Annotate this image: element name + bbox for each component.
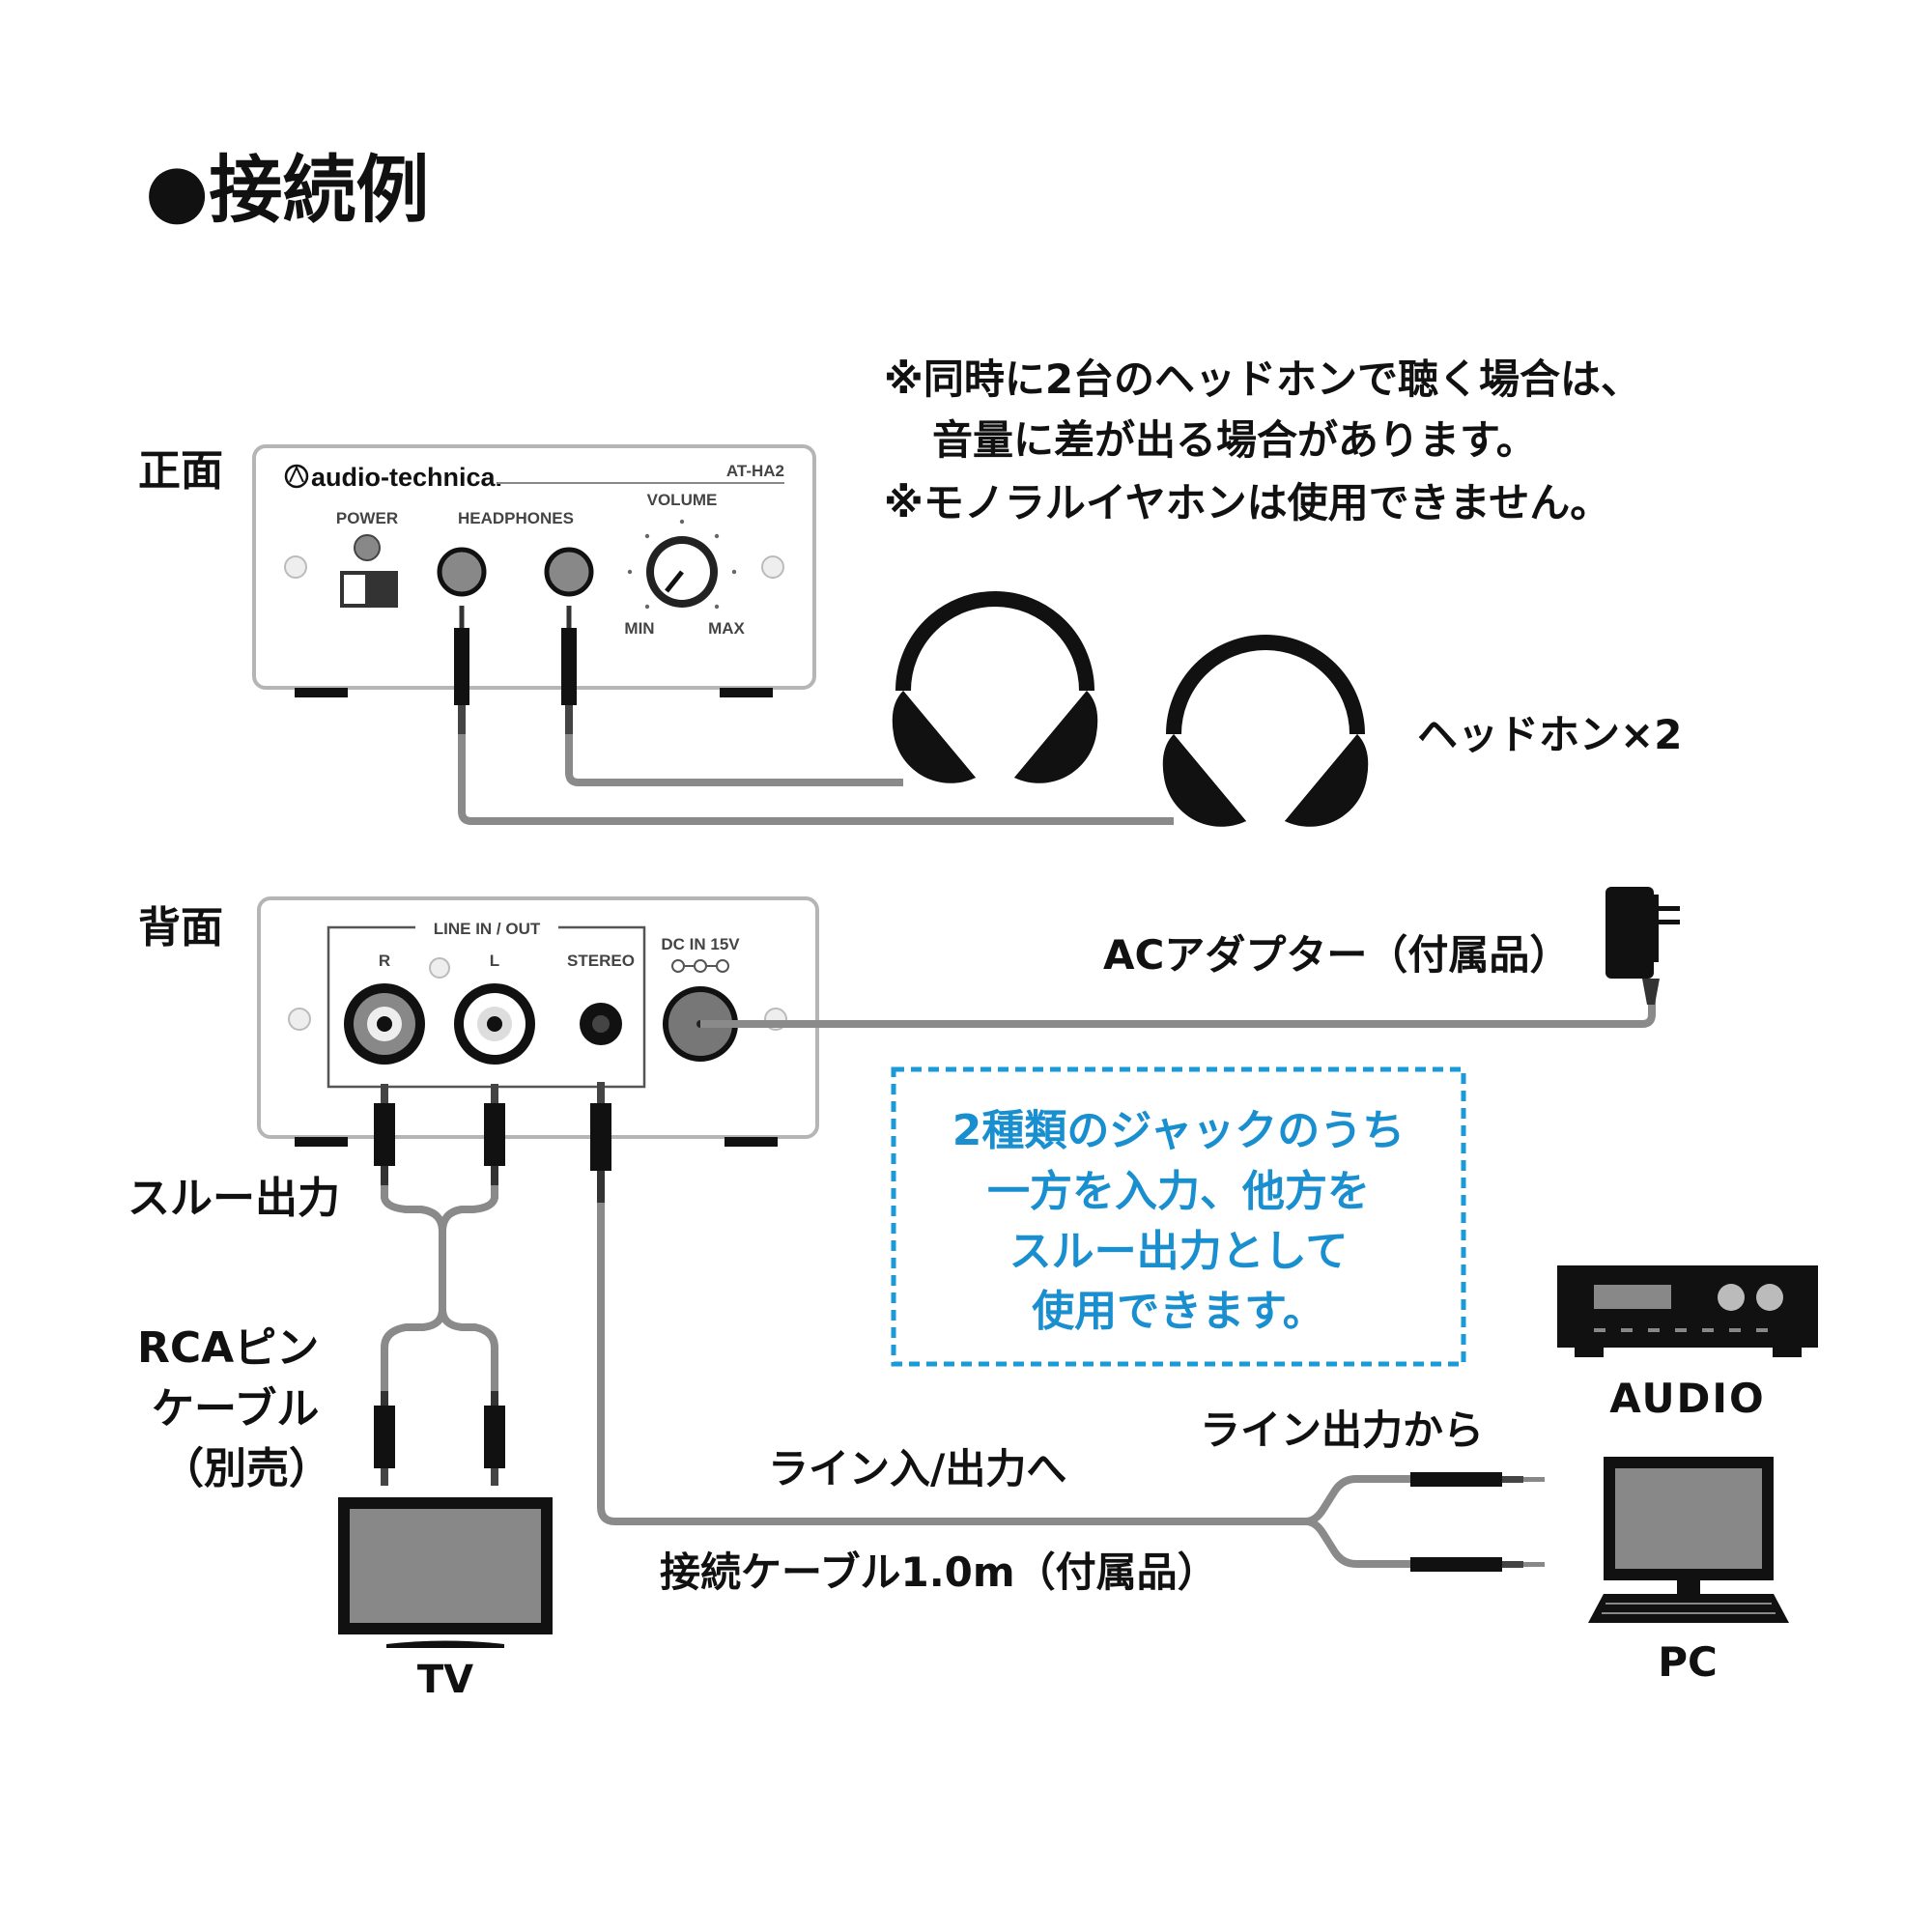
screw-icon (761, 555, 784, 579)
rca-cable-label-1: RCAピン (137, 1323, 319, 1373)
power-switch-knob (344, 575, 365, 604)
note-line-1: ※同時に2台のヘッドホンで聴く場合は、 (884, 355, 1641, 403)
panel-foot (295, 688, 348, 697)
headphone-plug-2 (561, 606, 577, 734)
audio-label: AUDIO (1609, 1375, 1766, 1422)
output-plug-1 (1410, 1472, 1545, 1487)
page-title: ●接続例 (145, 147, 429, 233)
panel-foot (724, 1137, 778, 1147)
pc-icon (1588, 1457, 1789, 1623)
connection-cable-branch (1305, 1518, 1415, 1568)
brand-name: audio-technica. (311, 463, 502, 492)
pc-label: PC (1658, 1638, 1718, 1686)
rca-cable-label-3: （別売） (161, 1444, 331, 1493)
rca-jack-l[interactable] (454, 983, 535, 1065)
rca-cable-label-2: ケーブル (152, 1384, 319, 1434)
rca-cable (381, 1185, 446, 1406)
tv-icon (338, 1497, 553, 1648)
front-panel: audio-technica. AT-HA2 POWER HEADPHONES … (252, 444, 816, 697)
line-from-label: ライン出力から (1200, 1406, 1484, 1454)
polarity-icon (671, 959, 729, 973)
through-output-label: スルー出力 (128, 1174, 340, 1223)
headphone-plug-1 (454, 606, 469, 734)
stereo-plug (590, 1082, 611, 1205)
info-line-1: 2種類のジャックのうち (952, 1106, 1405, 1155)
screw-icon (288, 1008, 311, 1031)
note-line-2: 音量に差が出る場合があります。 (932, 416, 1537, 464)
stereo-jack-hole (592, 1015, 610, 1033)
model-name: AT-HA2 (726, 462, 784, 480)
headphones-icon (1162, 635, 1369, 827)
tv-label: TV (417, 1658, 473, 1702)
ac-adapter-icon (1605, 887, 1680, 1005)
audio-device-icon (1557, 1265, 1818, 1357)
headphone-cable-1 (458, 734, 1174, 825)
connection-cable (597, 1203, 1306, 1525)
rca-plug-l (484, 1084, 505, 1185)
info-line-2: 一方を入力、他方を (987, 1167, 1370, 1216)
output-plug-2 (1410, 1557, 1545, 1572)
ac-adapter-label: ACアダプター（付属品） (1103, 931, 1570, 979)
line-in-out-label: LINE IN / OUT (434, 920, 541, 938)
rca-jack-r[interactable] (344, 983, 425, 1065)
line-jack-frame (327, 925, 646, 1089)
volume-scale-dots (627, 519, 737, 610)
headphones-label: HEADPHONES (458, 509, 574, 527)
rear-label: 背面 (138, 903, 223, 952)
screw-icon (284, 555, 307, 579)
info-box (891, 1066, 1466, 1367)
power-led (354, 534, 381, 561)
volume-label: VOLUME (647, 491, 718, 509)
power-label: POWER (336, 509, 398, 527)
volume-max-label: MAX (708, 619, 745, 638)
screw-icon (429, 957, 450, 979)
front-label: 正面 (138, 446, 223, 496)
rca-plug-tv-l (484, 1391, 505, 1486)
headphone-cable-2 (565, 734, 903, 786)
info-line-4: 使用できます。 (1032, 1287, 1325, 1336)
panel-foot (295, 1137, 348, 1147)
dc-in-label: DC IN 15V (661, 935, 740, 953)
rca-plug-tv-r (374, 1391, 395, 1486)
headphones-icon (892, 591, 1098, 783)
cable-label: 接続ケーブル1.0m（付属品） (660, 1548, 1218, 1596)
info-line-3: スルー出力として (1009, 1227, 1349, 1276)
headphone-jack-1[interactable] (437, 547, 487, 597)
headphone-jack-2[interactable] (544, 547, 594, 597)
note-line-3: ※モノラルイヤホンは使用できません。 (884, 479, 1610, 526)
volume-knob-pointer (665, 570, 684, 593)
rca-cable (439, 1308, 498, 1406)
stereo-label: STEREO (567, 952, 635, 970)
rear-panel: LINE IN / OUT R L STEREO DC IN 15V (257, 896, 819, 1147)
headphones-count-label: ヘッドホン×2 (1417, 711, 1682, 758)
rca-plug-r (374, 1084, 395, 1185)
rca-r-label: R (379, 952, 390, 970)
line-to-label: ライン入/出力へ (768, 1445, 1066, 1492)
rca-l-label: L (490, 952, 499, 970)
volume-min-label: MIN (624, 619, 654, 638)
rca-cable (439, 1185, 498, 1233)
ac-adapter-cable (700, 980, 1656, 1028)
connection-cable-branch (1305, 1475, 1415, 1525)
panel-foot (720, 688, 773, 697)
brand-logo-mark (289, 465, 304, 483)
